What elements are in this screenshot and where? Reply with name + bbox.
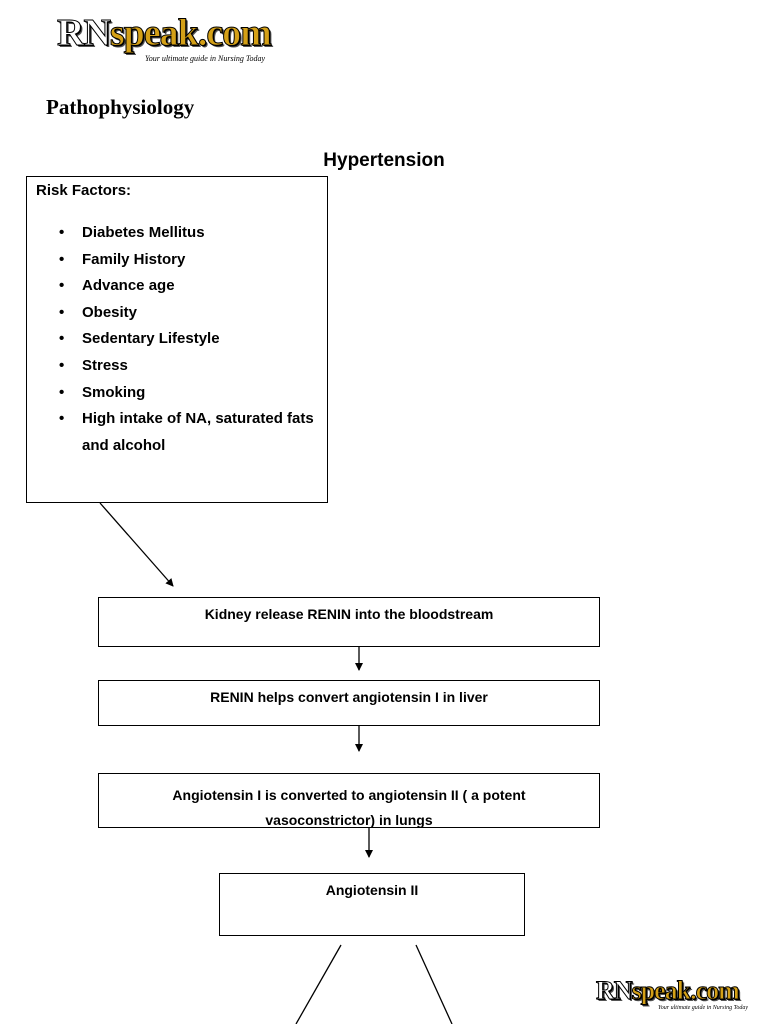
rnspeak-logo-bottom: RNspeak.com Your ultimate guide in Nursi… xyxy=(596,976,749,1011)
risk-factors-title: Risk Factors: xyxy=(36,182,132,199)
flow-step-kidney-renin: Kidney release RENIN into the bloodstrea… xyxy=(98,597,600,647)
flow-step-text: Angiotensin I is converted to angiotensi… xyxy=(172,787,526,828)
risk-factor-item: •Sedentary Lifestyle xyxy=(27,326,317,353)
risk-factors-box: Risk Factors: •Diabetes Mellitus •Family… xyxy=(26,176,328,503)
risk-factor-item: •High intake of NA, saturated fats and a… xyxy=(27,406,317,459)
diagram-title: Hypertension xyxy=(323,150,445,171)
bullet-icon: • xyxy=(59,410,65,428)
flow-step-angiotensin-conversion: Angiotensin I is converted to angiotensi… xyxy=(98,773,600,828)
bullet-icon: • xyxy=(59,303,65,321)
flow-step-angiotensin-ii: Angiotensin II xyxy=(219,873,525,936)
risk-factor-item: •Advance age xyxy=(27,273,317,300)
flow-step-renin-convert: RENIN helps convert angiotensin I in liv… xyxy=(98,680,600,726)
logo-wordmark: RNspeak.com xyxy=(596,976,741,1005)
bullet-icon: • xyxy=(59,383,65,401)
bullet-icon: • xyxy=(59,330,65,348)
arrow-risk-to-kidney xyxy=(99,502,174,587)
flow-step-text: RENIN helps convert angiotensin I in liv… xyxy=(210,689,488,705)
risk-factor-item: •Diabetes Mellitus xyxy=(27,220,317,247)
risk-factor-item: •Stress xyxy=(27,353,317,380)
risk-factor-item: •Smoking xyxy=(27,380,317,407)
bullet-icon: • xyxy=(59,277,65,295)
rnspeak-logo-top: RNspeak.com Your ultimate guide in Nursi… xyxy=(57,12,273,64)
logo-tagline: Your ultimate guide in Nursing Today xyxy=(658,1005,749,1011)
risk-factor-item: •Obesity xyxy=(27,300,317,327)
branch-line-left xyxy=(295,944,342,1024)
bullet-icon: • xyxy=(59,250,65,268)
bullet-icon: • xyxy=(59,224,65,241)
risk-factor-item: •Family History xyxy=(27,247,317,274)
branch-line-right xyxy=(415,944,453,1024)
logo-tagline: Your ultimate guide in Nursing Today xyxy=(145,54,266,63)
section-heading: Pathophysiology xyxy=(46,95,195,119)
logo-wordmark: RNspeak.com xyxy=(57,12,273,54)
flow-step-text: Kidney release RENIN into the bloodstrea… xyxy=(204,606,494,622)
bullet-icon: • xyxy=(59,356,65,374)
flow-step-text: Angiotensin II xyxy=(325,882,419,898)
risk-factors-list: •Diabetes Mellitus •Family History •Adva… xyxy=(27,220,327,459)
